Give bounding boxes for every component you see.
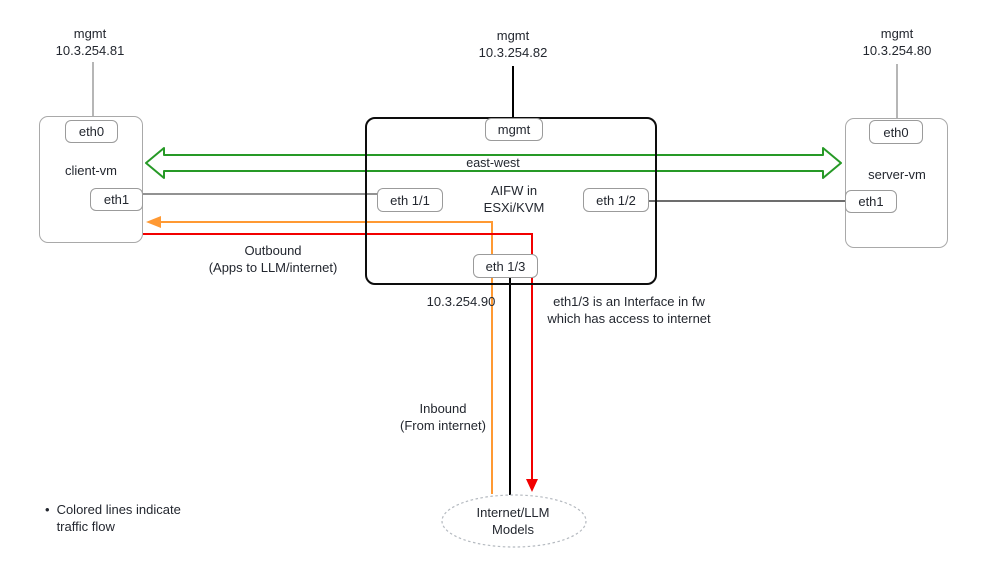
client-mgmt-ip: 10.3.254.81 xyxy=(55,43,125,58)
client-mgmt-title: mgmt xyxy=(73,26,107,41)
server-mgmt-title: mgmt xyxy=(880,26,914,41)
firewall-mgmt-label: mgmt 10.3.254.82 xyxy=(479,27,548,61)
eth13-ip-label: 10.3.254.90 xyxy=(426,294,496,309)
legend-text: Colored lines indicate traffic flow xyxy=(57,501,181,535)
legend-bullet: • xyxy=(45,502,50,517)
server-eth0-label: eth0 xyxy=(883,124,909,140)
orange-flow-arrowhead xyxy=(146,216,161,228)
eth13-note-line1: eth1/3 is an Interface in fw xyxy=(553,294,705,309)
red-flow-line xyxy=(143,233,533,479)
eth13-note: eth1/3 is an Interface in fw which has a… xyxy=(547,293,710,327)
client-eth1-port: eth1 xyxy=(90,188,143,211)
internet-node-line2: Models xyxy=(492,522,534,537)
east-west-label: east-west xyxy=(466,156,520,170)
server-eth1-port: eth1 xyxy=(845,190,897,213)
firewall-eth11-label: eth 1/1 xyxy=(390,192,430,208)
eth13-note-line2: which has access to internet xyxy=(547,311,711,326)
east-west-arrow xyxy=(145,147,842,179)
legend-line1: Colored lines indicate xyxy=(56,502,181,517)
server-vm-name: server-vm xyxy=(868,167,926,182)
client-vm-name: client-vm xyxy=(64,163,118,178)
server-eth1-label: eth1 xyxy=(858,194,884,209)
client-eth0-label: eth0 xyxy=(78,124,105,139)
server-mgmt-ip: 10.3.254.80 xyxy=(862,43,932,58)
firewall-mgmt-ip: 10.3.254.82 xyxy=(478,45,548,60)
orange-flow-line xyxy=(160,221,493,494)
firewall-mgmt-title: mgmt xyxy=(496,28,530,43)
client-mgmt-label: mgmt 10.3.254.81 xyxy=(56,25,125,59)
inbound-subtitle: (From internet) xyxy=(400,418,486,433)
server-vm-node xyxy=(845,118,948,248)
legend-line2: traffic flow xyxy=(56,519,115,534)
firewall-eth13-label: eth 1/3 xyxy=(485,258,526,274)
internet-node-line1: Internet/LLM xyxy=(476,505,550,520)
internet-ellipse xyxy=(441,494,587,548)
firewall-eth13-port: eth 1/3 xyxy=(473,254,538,278)
firewall-mgmt-port-label: mgmt xyxy=(497,122,531,137)
client-eth0-port: eth0 xyxy=(65,120,118,143)
firewall-name-line2: ESXi/KVM xyxy=(483,200,545,215)
internet-node-label: Internet/LLM Models xyxy=(477,504,550,538)
legend: • Colored lines indicate traffic flow xyxy=(45,501,181,535)
inbound-title: Inbound xyxy=(419,401,467,416)
firewall-mgmt-port: mgmt xyxy=(485,118,543,141)
red-flow-arrowhead xyxy=(526,479,538,492)
outbound-title: Outbound xyxy=(244,243,302,258)
firewall-eth11-port: eth 1/1 xyxy=(377,188,443,212)
outbound-subtitle: (Apps to LLM/internet) xyxy=(208,260,338,275)
server-mgmt-label: mgmt 10.3.254.80 xyxy=(863,25,932,59)
inbound-label: Inbound (From internet) xyxy=(400,400,486,434)
server-eth0-port: eth0 xyxy=(869,120,923,144)
outbound-label: Outbound (Apps to LLM/internet) xyxy=(209,242,338,276)
firewall-eth12-label: eth 1/2 xyxy=(596,192,636,208)
firewall-name-line1: AIFW in xyxy=(490,183,538,198)
client-eth1-label: eth1 xyxy=(103,192,130,207)
firewall-name: AIFW in ESXi/KVM xyxy=(484,182,545,216)
firewall-eth12-port: eth 1/2 xyxy=(583,188,649,212)
